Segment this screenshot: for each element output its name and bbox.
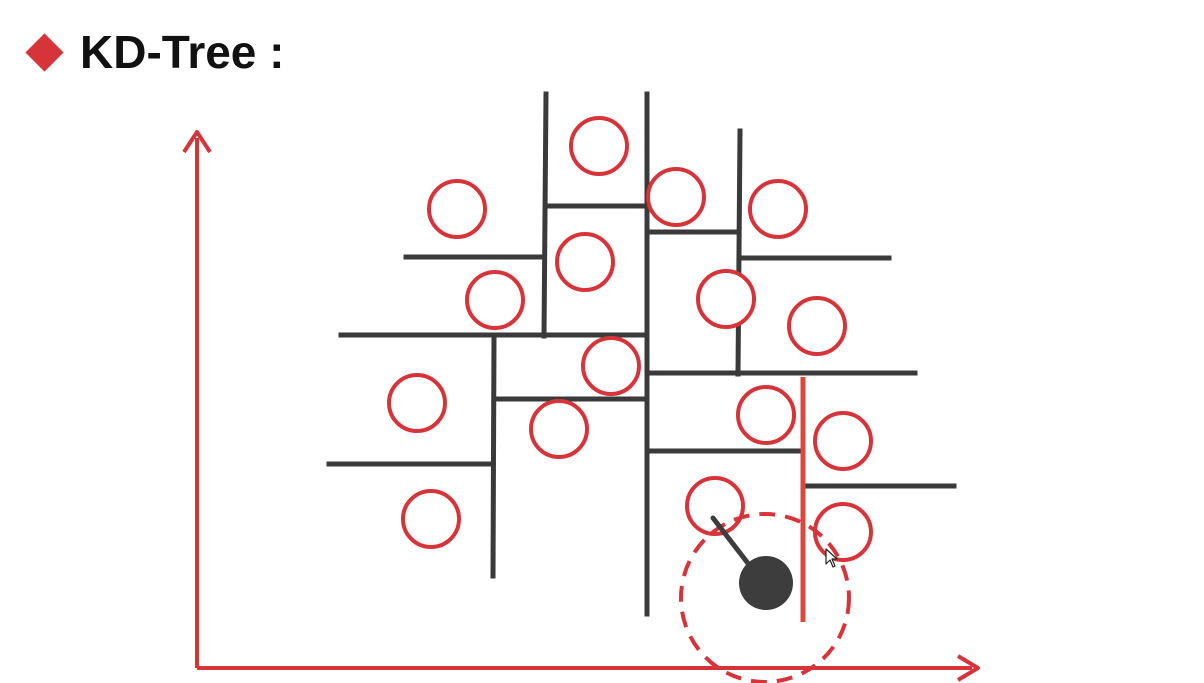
split-line [735,128,743,377]
data-point [581,336,641,396]
data-point [748,179,808,239]
data-point [646,167,706,227]
data-point [569,116,629,176]
mouse-pointer-icon [825,548,838,568]
data-point [555,232,615,292]
query-point [739,556,793,610]
data-point [813,502,873,562]
split-line [490,333,497,579]
y-axis-arrow-icon [182,130,212,154]
slide-title: KD-Tree : [25,22,285,82]
data-points [387,116,873,562]
x-axis-arrow-icon [956,654,980,682]
data-point [427,179,487,239]
split-lines [326,91,957,617]
axes [182,130,980,682]
search-radius-circle [679,512,851,683]
split-line [541,91,549,339]
data-point [465,270,525,330]
data-point [401,489,461,549]
data-point [529,399,589,459]
data-point [787,296,847,356]
data-point [813,411,873,471]
title-text: KD-Tree : [80,26,285,78]
data-point [696,269,756,329]
data-point [685,476,745,536]
data-point [736,385,796,445]
data-point [387,373,447,433]
